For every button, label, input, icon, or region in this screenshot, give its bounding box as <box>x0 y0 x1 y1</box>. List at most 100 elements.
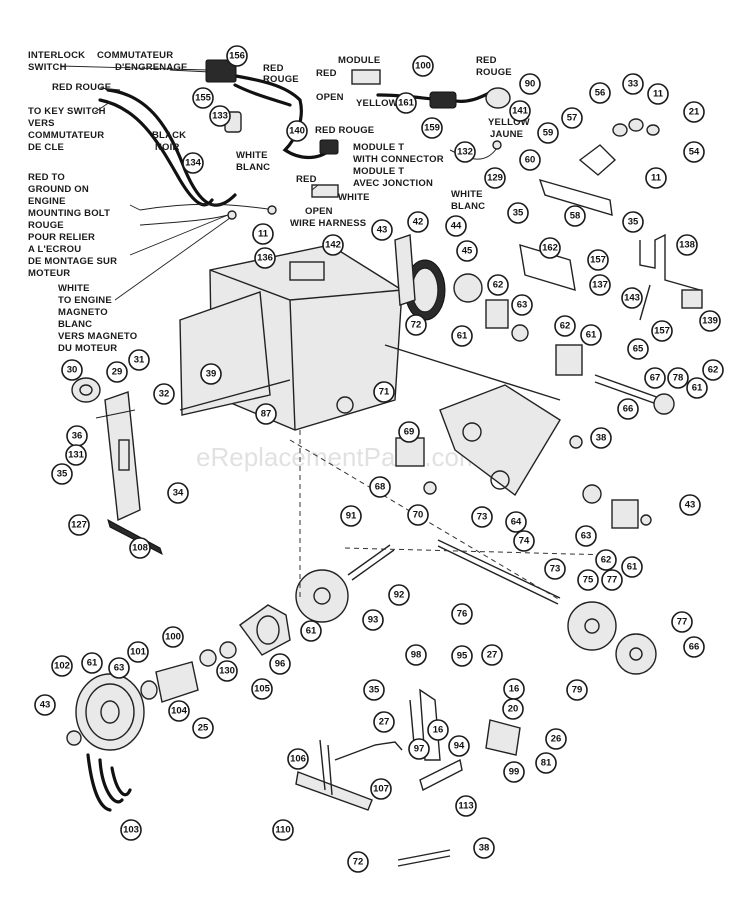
callout: 61 <box>300 620 322 642</box>
svg-text:134: 134 <box>185 158 202 169</box>
label-ground-9: MOTEUR <box>28 268 70 279</box>
label-red-right: RED <box>476 55 497 66</box>
main-housing-drawing <box>179 244 561 431</box>
svg-text:57: 57 <box>567 113 578 124</box>
callout: 60 <box>519 149 541 171</box>
label-magneto-5: VERS MAGNETO <box>58 331 137 342</box>
svg-text:161: 161 <box>398 98 415 109</box>
svg-text:138: 138 <box>679 240 695 251</box>
label-yellow: YELLOW <box>488 117 530 128</box>
callout: 79 <box>566 679 588 701</box>
callout: 43 <box>679 494 701 516</box>
callout: 34 <box>167 482 189 504</box>
svg-text:61: 61 <box>87 658 98 669</box>
callout: 159 <box>421 117 443 139</box>
svg-text:63: 63 <box>581 531 592 542</box>
label-magneto-6: DU MOTEUR <box>58 343 117 354</box>
svg-text:75: 75 <box>583 575 594 586</box>
svg-text:43: 43 <box>685 500 696 511</box>
svg-text:35: 35 <box>369 685 380 696</box>
callout: 68 <box>369 476 391 498</box>
svg-text:66: 66 <box>689 642 700 653</box>
callout: 99 <box>503 761 525 783</box>
svg-text:62: 62 <box>708 365 719 376</box>
svg-text:78: 78 <box>673 373 684 384</box>
callout: 56 <box>589 82 611 104</box>
callout: 43 <box>371 219 393 241</box>
svg-text:61: 61 <box>627 562 638 573</box>
label-red-rouge-mid: RED ROUGE <box>315 125 374 136</box>
callout: 73 <box>544 558 566 580</box>
callout: 137 <box>589 274 611 296</box>
callout: 45 <box>456 240 478 262</box>
svg-text:81: 81 <box>541 758 552 769</box>
label-interlock: INTERLOCK <box>28 50 85 61</box>
svg-text:141: 141 <box>512 106 529 117</box>
callout: 35 <box>622 211 644 233</box>
label-harness-open: OPEN <box>305 206 333 217</box>
svg-text:35: 35 <box>628 217 639 228</box>
callout: 39 <box>200 363 222 385</box>
label-white-right: WHITE <box>451 189 483 200</box>
callout: 100 <box>162 626 184 648</box>
callout: 155 <box>192 87 214 109</box>
svg-text:61: 61 <box>457 331 468 342</box>
svg-text:127: 127 <box>71 520 87 531</box>
svg-text:107: 107 <box>373 784 389 795</box>
svg-text:139: 139 <box>702 316 718 327</box>
callout: 27 <box>373 711 395 733</box>
svg-text:96: 96 <box>275 659 286 670</box>
callout: 66 <box>617 398 639 420</box>
svg-text:87: 87 <box>261 409 272 420</box>
svg-text:21: 21 <box>689 107 700 118</box>
svg-text:62: 62 <box>493 280 504 291</box>
svg-text:70: 70 <box>413 510 424 521</box>
svg-text:62: 62 <box>560 321 571 332</box>
callout: 113 <box>455 795 477 817</box>
svg-text:54: 54 <box>689 147 700 158</box>
label-ground-1: RED TO <box>28 172 65 183</box>
svg-text:61: 61 <box>692 383 703 394</box>
callout: 98 <box>405 644 427 666</box>
svg-text:63: 63 <box>114 663 125 674</box>
svg-text:69: 69 <box>404 427 415 438</box>
svg-text:73: 73 <box>550 564 561 575</box>
callout: 139 <box>699 310 721 332</box>
svg-text:98: 98 <box>411 650 422 661</box>
svg-text:61: 61 <box>306 626 317 637</box>
label-blanc: BLANC <box>236 162 270 173</box>
svg-text:155: 155 <box>195 93 212 104</box>
upper-right-parts-drawing <box>394 118 703 415</box>
label-ground-7: A L'ECROU <box>28 244 81 255</box>
callout: 30 <box>61 359 83 381</box>
svg-text:58: 58 <box>570 211 581 222</box>
callout: 61 <box>686 377 708 399</box>
label-magneto-4: BLANC <box>58 319 92 330</box>
callout: 61 <box>580 324 602 346</box>
callout: 130 <box>216 660 238 682</box>
label-rouge-top: ROUGE <box>263 74 299 85</box>
label-ground-8: DE MONTAGE SUR <box>28 256 117 267</box>
svg-text:73: 73 <box>477 512 488 523</box>
callout: 62 <box>554 315 576 337</box>
callout: 66 <box>683 636 705 658</box>
callout: 21 <box>683 101 705 123</box>
label-module-red: RED <box>316 68 337 79</box>
svg-text:90: 90 <box>525 79 536 90</box>
svg-text:27: 27 <box>487 650 498 661</box>
callout: 62 <box>595 549 617 571</box>
svg-text:29: 29 <box>112 367 123 378</box>
callout: 63 <box>108 657 130 679</box>
svg-text:20: 20 <box>508 704 519 715</box>
callout: 38 <box>473 837 495 859</box>
callout: 35 <box>507 202 529 224</box>
svg-text:16: 16 <box>433 725 444 736</box>
svg-text:74: 74 <box>519 536 530 547</box>
svg-text:11: 11 <box>651 173 662 184</box>
callout: 162 <box>539 237 561 259</box>
svg-text:113: 113 <box>458 801 473 812</box>
callout: 127 <box>68 514 90 536</box>
label-ground-3: ENGINE <box>28 196 66 207</box>
svg-text:44: 44 <box>451 221 462 232</box>
callout: 11 <box>647 83 669 105</box>
